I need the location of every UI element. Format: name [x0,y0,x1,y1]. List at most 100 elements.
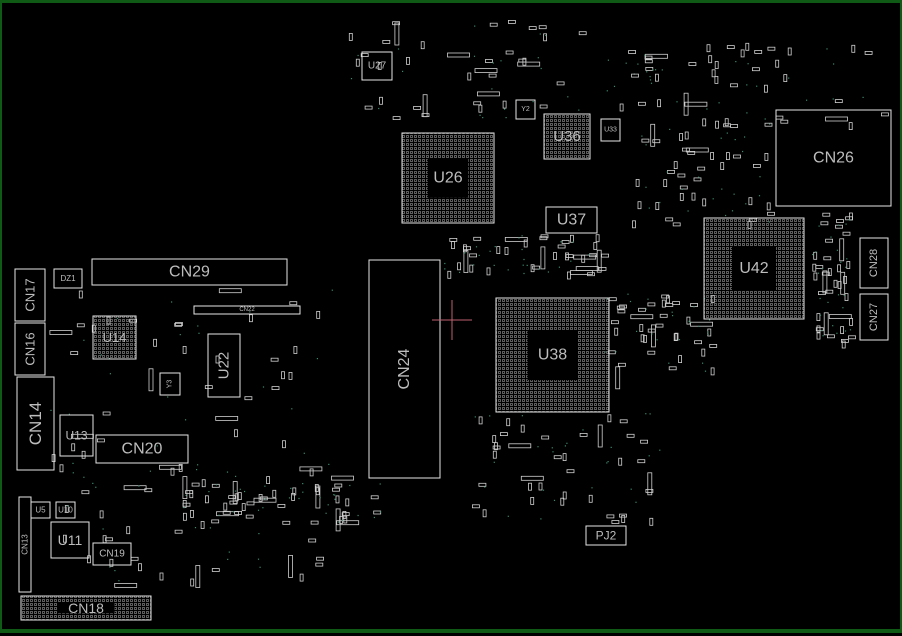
smd-pad [694,340,702,345]
smd-pad [293,346,298,354]
component-y2[interactable]: Y2 [515,99,536,120]
component-pj2[interactable]: PJ2 [585,525,627,546]
component-outline [193,305,301,315]
smd-pad [331,475,354,481]
component-outline [545,206,598,234]
via [235,475,237,477]
via [635,501,637,503]
component-u27[interactable]: U27 [361,51,393,81]
via [607,59,609,61]
component-u26[interactable]: U26 [401,132,495,224]
smd-pad [562,491,567,500]
via [500,60,502,62]
component-outline [207,333,241,398]
smd-pad [593,242,598,250]
via [215,484,217,486]
smd-pad [827,334,835,339]
smd-pad [463,250,469,273]
via [671,311,673,313]
component-u22[interactable]: U22 [207,333,241,398]
component-cn14[interactable]: CN14 [16,376,55,471]
component-u14[interactable]: U14 [92,315,137,360]
component-label: CN26 [813,150,854,167]
smd-pad [148,368,154,392]
smd-pad [621,515,626,523]
component-cn16[interactable]: CN16 [14,322,46,376]
smd-pad [97,438,105,443]
smd-pad [848,335,856,340]
component-u10[interactable]: U10 [55,501,76,519]
smd-pad [507,19,516,24]
via [649,413,651,415]
component-outline [775,109,892,207]
smd-pad [244,396,253,401]
component-cn19[interactable]: CN19 [92,542,132,566]
component-u37[interactable]: U37 [545,206,598,234]
smd-pad [335,508,341,532]
component-u5[interactable]: U5 [30,501,51,519]
component-y3[interactable]: Y3 [159,372,181,396]
smd-pad [677,173,686,178]
component-u42[interactable]: U42 [703,217,805,320]
smd-pad [840,271,846,295]
component-outline [20,595,152,621]
smd-pad [562,453,567,462]
smd-pad [182,499,187,508]
via [291,408,293,410]
smd-pad [123,485,147,491]
via [836,332,838,334]
via [209,527,211,529]
via [228,551,230,553]
smd-pad [839,238,845,262]
smd-pad [159,464,182,470]
component-cn26[interactable]: CN26 [775,109,892,207]
via [479,114,481,116]
component-cn24[interactable]: CN24 [368,259,441,479]
smd-pad [611,320,619,325]
via [302,483,304,485]
component-cn13[interactable]: CN13 [18,496,32,593]
via [264,485,266,487]
smd-pad [846,261,851,269]
component-outline [585,525,627,546]
smd-pad [740,49,745,58]
smd-pad [615,366,621,390]
via [262,386,265,388]
component-cn27[interactable]: CN27 [859,293,889,341]
smd-pad [474,68,498,73]
via [397,48,400,50]
smd-pad [341,512,350,517]
smd-pad [413,106,422,110]
via [676,101,678,103]
via [651,333,653,335]
smd-pad [630,314,654,320]
component-cn28[interactable]: CN28 [859,237,889,289]
component-label: CN27 [868,303,880,331]
component-u11[interactable]: U11 [50,521,90,559]
component-cn22[interactable]: CN22 [193,305,301,315]
component-u13[interactable]: U13 [59,414,94,457]
via [474,416,476,418]
component-u33[interactable]: U33 [600,118,621,142]
component-u36[interactable]: U36 [543,113,591,160]
smd-pad [672,222,681,227]
component-dz1[interactable]: DZ1 [53,268,83,289]
smd-pad [182,512,187,521]
smd-pad [565,252,569,261]
smd-pad [661,294,670,299]
component-cn17[interactable]: CN17 [14,268,46,322]
via [507,269,509,271]
component-u38[interactable]: U38 [495,297,610,413]
smd-pad [316,310,321,319]
via [464,252,466,254]
component-cn29[interactable]: CN29 [91,258,288,286]
smd-pad [724,118,729,127]
smd-pad [215,415,239,421]
smd-pad [469,253,478,258]
component-cn18[interactable]: CN18 [20,595,152,621]
smd-pad [754,50,763,54]
smd-pad [685,147,709,153]
component-cn20[interactable]: CN20 [95,434,189,464]
